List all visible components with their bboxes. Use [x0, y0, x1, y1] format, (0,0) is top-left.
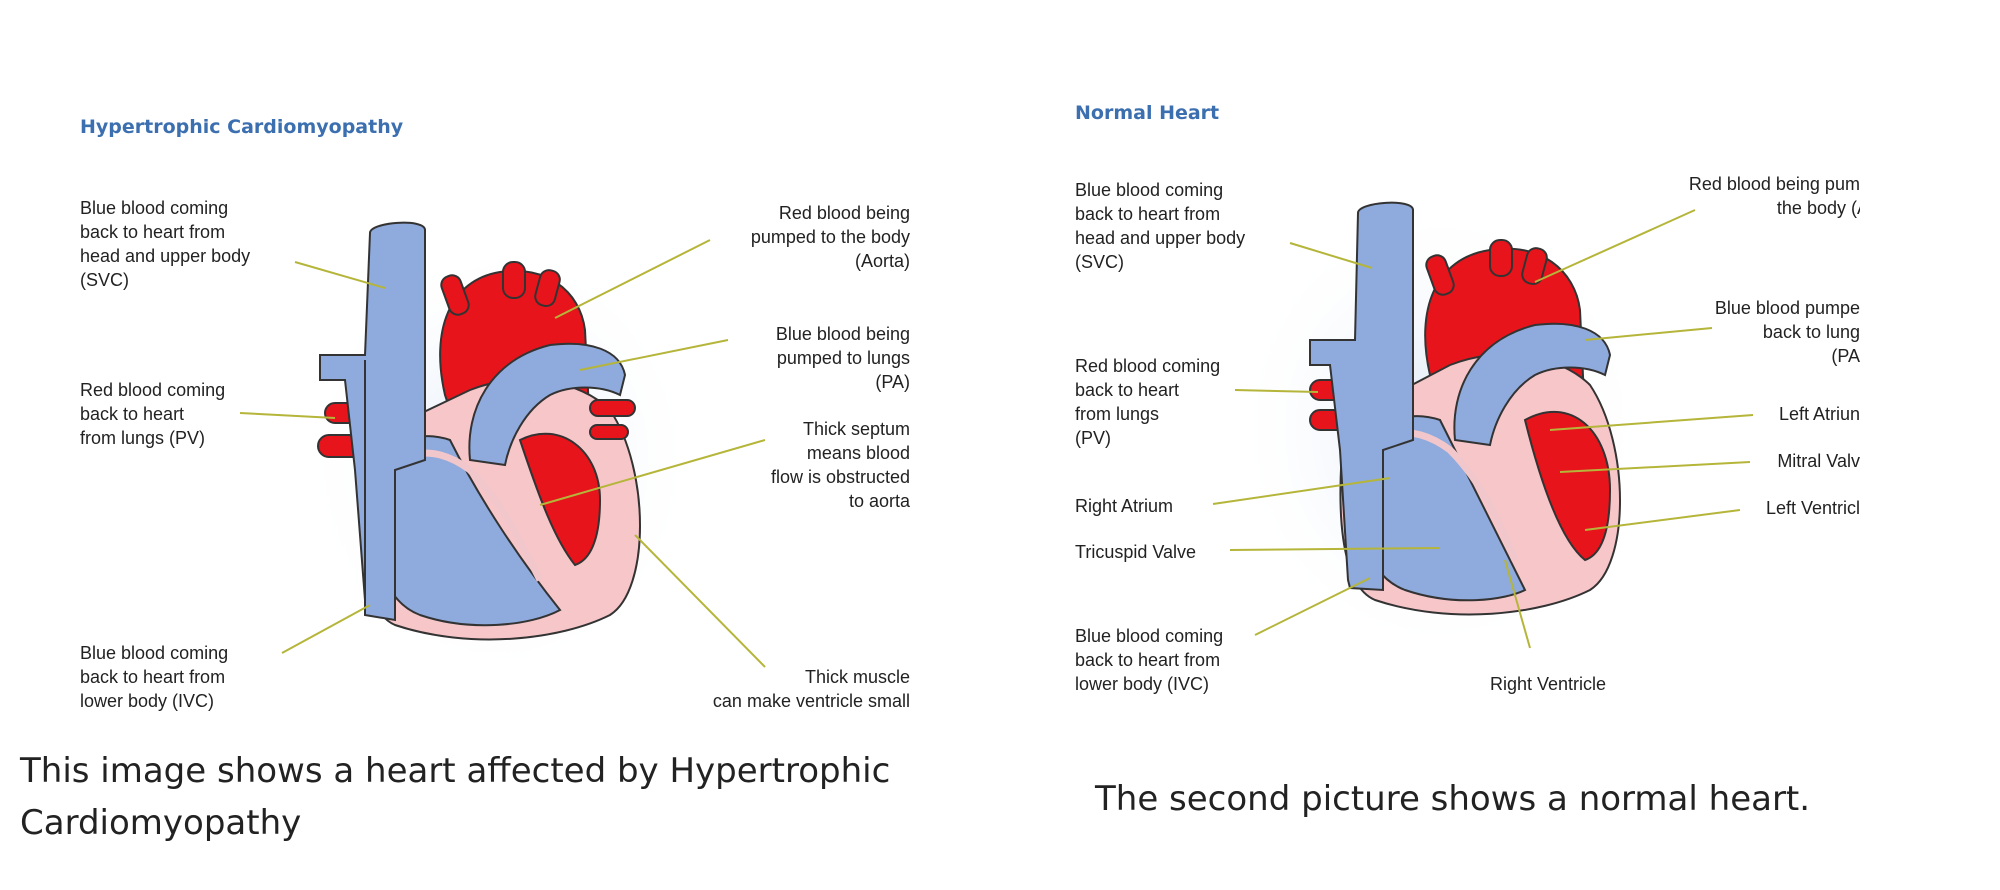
hcm-heart-diagram	[239, 221, 766, 680]
hcm-label-pa: Blue blood being pumped to lungs (PA)	[775, 324, 910, 392]
hcm-label-ivc: Blue blood coming back to heart from low…	[80, 643, 229, 711]
hcm-label-septum: Thick septum means blood flow is obstruc…	[770, 419, 910, 511]
leader-lines	[1212, 209, 1754, 649]
normal-label-mitral: Mitral Valv	[1777, 451, 1860, 471]
normal-label-left-atrium: Left Atriun	[1778, 404, 1860, 424]
normal-label-right-atrium: Right Atrium	[1075, 496, 1174, 516]
hcm-label-svc: Blue blood coming back to heart from hea…	[80, 198, 251, 290]
pulmonary-artery	[1453, 322, 1612, 447]
normal-label-pa: Blue blood pumpe back to lung (PA	[1714, 298, 1860, 366]
normal-label-pa-wrap: Blue blood pumpe back to lung (PA	[1640, 296, 1860, 376]
hcm-caption: This image shows a heart affected by Hyp…	[20, 751, 891, 843]
hcm-label-muscle: Thick muscle can make ventricle small	[712, 667, 910, 711]
hcm-label-aorta: Red blood being pumped to the body (Aort…	[750, 203, 910, 271]
hcm-title: Hypertrophic Cardiomyopathy	[80, 116, 404, 138]
hcm-label-pv: Red blood coming back to heart from lung…	[80, 380, 226, 448]
leader-lines	[239, 239, 766, 668]
normal-label-svc: Blue blood coming back to heart from hea…	[1075, 180, 1246, 272]
normal-label-right-ventricle: Right Ventricle	[1490, 674, 1607, 694]
vena-cava	[319, 221, 426, 622]
normal-label-pv: Red blood coming back to heart from lung…	[1075, 356, 1221, 448]
normal-caption: The second picture shows a normal heart.	[1095, 779, 1811, 819]
normal-label-left-ventricle-wrap: Left Ventricl	[1700, 496, 1860, 526]
normal-label-left-ventricle: Left Ventricl	[1765, 498, 1860, 518]
normal-heart-diagram	[1212, 200, 1754, 660]
normal-heart-panel: Normal Heart Blue blood coming back to h…	[1000, 0, 2000, 890]
normal-label-aorta: Red blood being pumped t the body (Aorta	[1688, 174, 1860, 218]
normal-label-ivc: Blue blood coming back to heart from low…	[1075, 626, 1224, 694]
normal-label-left-atrium-wrap: Left Atriun	[1720, 402, 1860, 432]
normal-title: Normal Heart	[1075, 102, 1220, 124]
hcm-panel: Hypertrophic Cardiomyopathy Blue blood c…	[20, 116, 910, 843]
vena-cava	[1309, 201, 1414, 592]
normal-label-tricuspid: Tricuspid Valve	[1075, 542, 1197, 562]
normal-label-mitral-wrap: Mitral Valv	[1720, 449, 1860, 479]
pulmonary-artery	[468, 342, 636, 467]
normal-label-aorta-wrap: Red blood being pumped t the body (Aorta	[1560, 172, 1860, 252]
